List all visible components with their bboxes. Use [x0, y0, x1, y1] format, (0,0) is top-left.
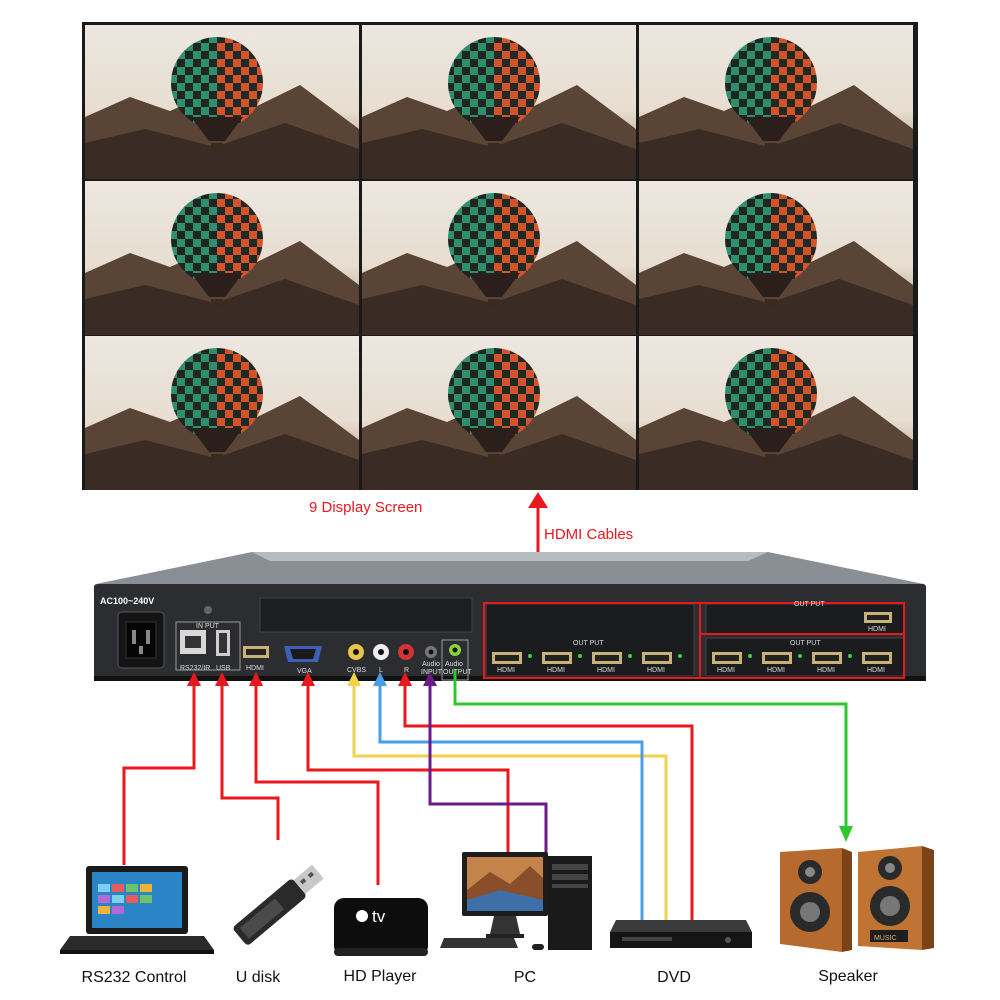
- hdmi-out-label: HDMI: [868, 626, 886, 633]
- screen-tile: [85, 25, 359, 179]
- rs232-label: RS232/IR: [180, 665, 210, 672]
- hdmi-in-cable: [254, 686, 380, 885]
- rs232-cable: [122, 686, 196, 865]
- output-highlight: [483, 602, 905, 679]
- hdmi-out-label: HDMI: [497, 667, 515, 674]
- hdmi-out-label: HDMI: [547, 667, 565, 674]
- hdmi-out-label: HDMI: [597, 667, 615, 674]
- audio-out-cable: [453, 670, 848, 830]
- output-group-label: OUT PUT: [790, 640, 821, 647]
- device-label-pc: PC: [513, 969, 537, 986]
- hdmi-out-ports: [492, 612, 892, 664]
- usb-drive-icon: [233, 864, 324, 945]
- usb-label: USB: [216, 665, 231, 672]
- display-label: 9 Display Screen: [309, 499, 423, 516]
- screen-tile: [85, 336, 359, 490]
- controller-device: AC100~240V IN PUT RS232/IR USB HDMI VGA …: [94, 552, 926, 681]
- device-label-dvd: DVD: [657, 969, 691, 986]
- hdmi-out-label: HDMI: [767, 667, 785, 674]
- hdmi-in-label: HDMI: [246, 665, 264, 672]
- hdmi-out-label: HDMI: [717, 667, 735, 674]
- audio-in-sublabel: INPUT: [421, 669, 443, 676]
- screen-tile: [639, 181, 913, 335]
- dvd-player-icon: [610, 920, 752, 948]
- usb-cable: [220, 686, 280, 840]
- audio-r-cable: [403, 686, 694, 920]
- audio-l-cable: [378, 686, 644, 920]
- screen-tile: [639, 25, 913, 179]
- speaker-icon: MUSIC: [780, 846, 934, 952]
- device-label-udisk: U disk: [235, 969, 281, 986]
- input-group-label: IN PUT: [196, 623, 220, 630]
- device-label-rs232: RS232 Control: [81, 969, 187, 986]
- r-label: R: [404, 667, 409, 674]
- cvbs-cable: [352, 686, 668, 920]
- vga-label: VGA: [297, 668, 312, 675]
- output-group-label: OUT PUT: [573, 640, 604, 647]
- video-wall: [82, 22, 918, 490]
- cables-label: HDMI Cables: [544, 526, 634, 543]
- pc-icon: [440, 852, 592, 950]
- device-label-speaker: Speaker: [818, 968, 878, 985]
- audio-out-sublabel: OUTPUT: [443, 669, 473, 676]
- arrowheads: [187, 672, 853, 842]
- device-label-hdplayer: HD Player: [343, 968, 417, 985]
- audio-in-label: Audio: [422, 661, 440, 668]
- screen-tile: [362, 181, 636, 335]
- power-label: AC100~240V: [100, 596, 154, 606]
- audio-in-cable: [428, 686, 548, 856]
- music-badge-text: MUSIC: [874, 935, 897, 942]
- screen-tile: [85, 181, 359, 335]
- tv-logo-text: tv: [372, 907, 386, 926]
- status-leds: [528, 654, 852, 658]
- output-group-label: OUT PUT: [794, 601, 825, 608]
- cvbs-label: CVBS: [347, 667, 366, 674]
- laptop-icon: [60, 866, 214, 954]
- screen-tile: [639, 336, 913, 490]
- l-label: L: [379, 667, 383, 674]
- hdmi-out-label: HDMI: [867, 667, 885, 674]
- apple-tv-icon: tv: [334, 898, 428, 956]
- screen-tile: [362, 336, 636, 490]
- vga-cable: [306, 686, 510, 852]
- audio-out-label: Audio: [445, 661, 463, 668]
- hdmi-out-label: HDMI: [647, 667, 665, 674]
- screen-tile: [362, 25, 636, 179]
- apple-logo-icon: [356, 910, 368, 922]
- connection-lines: [122, 670, 848, 920]
- hdmi-out-label: HDMI: [817, 667, 835, 674]
